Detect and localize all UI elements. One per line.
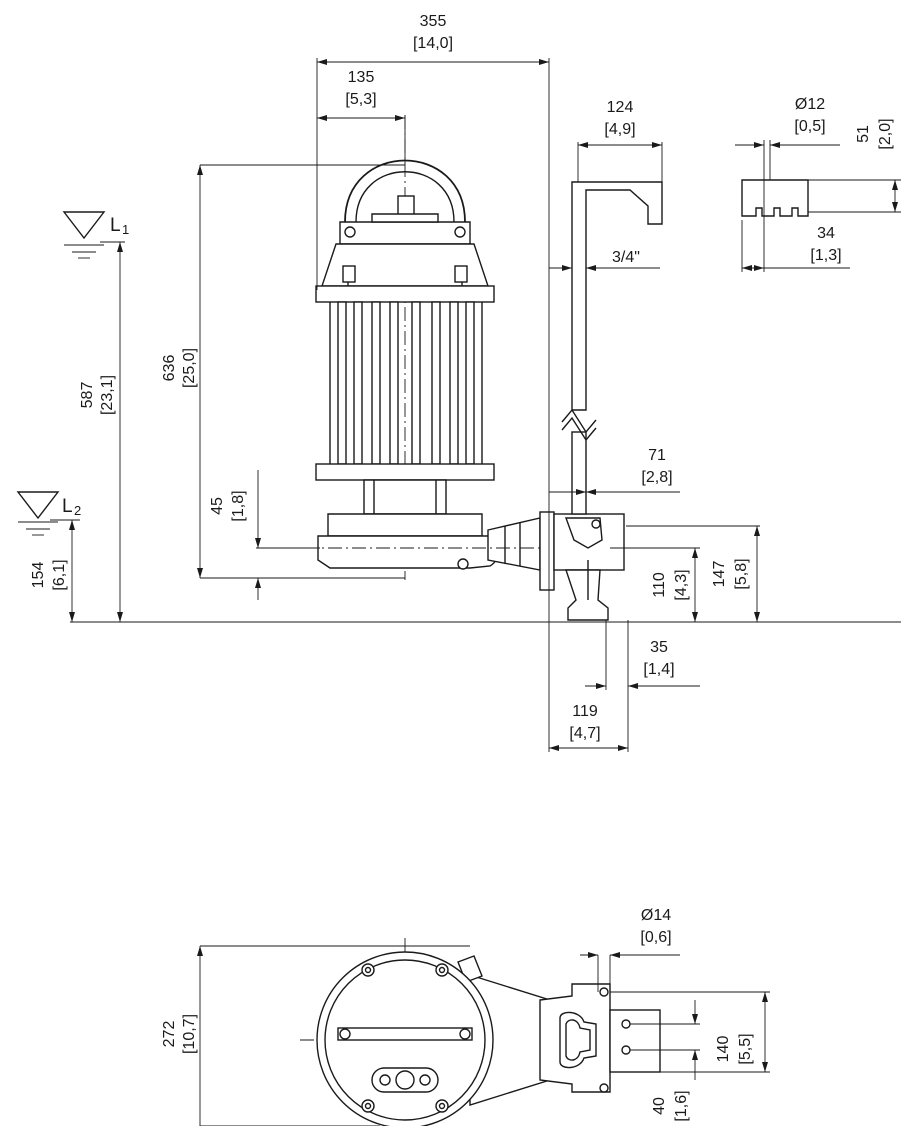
dim-level-l2-height-value: 154 [30,562,47,589]
dim-hole-dia-value: Ø12 [795,96,825,113]
dim-overall-height-value: 636 [161,355,178,382]
top-dimension-lines [197,945,770,1126]
cooling-fins [329,301,483,465]
dim-foot-height-inch: [5,8] [733,558,750,589]
rail-lower-section [571,431,587,515]
bracket-detail [741,179,809,217]
discharge-outlet [487,517,541,571]
level-l1-symbol: L 1 [62,211,129,259]
dim-base-width-inch: [5,5] [737,1033,754,1064]
dim-rail-offset-inch: [2,8] [641,469,672,486]
dim-top-hole-dia-inch: [0,6] [640,929,671,946]
level-l2-symbol: L 2 [16,491,81,536]
dim-axis-offset-inch: [5,3] [345,91,376,108]
dim-overall-width-inch: [14,0] [413,35,453,52]
dim-rail-bracket-inch: [4,9] [604,121,635,138]
top-cover [339,221,471,245]
coupling-foot [539,511,625,621]
rail-upper-bracket [571,181,663,411]
dim-foot-width-value: 119 [572,703,598,720]
level-l1-sub: 1 [122,222,129,237]
dim-bracket-width-value: 34 [817,225,835,242]
dim-rail-bracket-value: 124 [607,99,634,116]
rail-break-mark [561,408,597,434]
dim-hole-spacing-inch: [1,6] [673,1090,690,1121]
guide-rail [561,181,663,515]
volute-base [317,535,499,569]
front-dimension-lines [69,59,898,751]
dim-bracket-width-inch: [1,3] [810,247,841,264]
dim-outlet-height-inch: [1,8] [230,490,247,521]
dim-hole-spacing-value: 40 [651,1097,668,1115]
top-housing-bolts [361,963,449,1113]
lower-flange [315,463,495,481]
dim-foot-height-value: 147 [711,561,728,588]
top-base-plate [609,1009,661,1073]
top-dimension-labels: Ø14 [0,6] 272 [10,7] 140 [5,5] 40 [1,6] [161,907,754,1122]
dim-level-l1-height-value: 587 [79,382,96,409]
dim-hole-dia-inch: [0,5] [794,118,825,135]
dim-overall-width-value: 355 [420,13,447,30]
dim-bracket-height-value: 51 [855,125,872,143]
pump-neck [363,479,447,515]
dim-foot-axis-height-value: 110 [651,572,668,598]
upper-flange [315,285,495,303]
dim-level-l2-height-inch: [6,1] [51,559,68,590]
level-l2-sub: 2 [74,503,81,518]
top-coupling [539,983,611,1093]
level-l2-letter: L [62,496,73,517]
dim-rail-offset-value: 71 [648,447,666,464]
dim-bracket-height-inch: [2,0] [877,118,894,149]
dim-overall-height-inch: [25,0] [181,348,198,388]
dim-top-hole-dia-value: Ø14 [641,907,671,924]
volute-top [327,513,483,537]
reference-lines [70,58,901,752]
dim-pipe-size: 3/4" [612,249,640,266]
dim-overall-depth-value: 272 [161,1021,178,1048]
top-handle-bar [337,1027,473,1041]
dim-overall-depth-inch: [10,7] [181,1014,198,1054]
dim-foot-width-inch: [4,7] [569,725,600,742]
dim-level-l1-height-inch: [23,1] [99,375,116,415]
dim-outlet-height-value: 45 [209,497,226,515]
dim-base-width-value: 140 [715,1036,732,1063]
front-dimension-labels: 355 [14,0] 135 [5,3] 124 [4,9] Ø12 [0,5]… [30,13,894,742]
dim-foot-offset-inch: [1,4] [643,661,674,678]
dim-axis-offset-value: 135 [348,69,375,86]
dim-foot-offset-value: 35 [650,639,668,656]
pump-top-view [300,938,661,1126]
level-l1-letter: L [110,215,121,236]
pump-front-view [256,115,652,580]
dim-foot-axis-height-inch: [4,3] [673,569,690,600]
